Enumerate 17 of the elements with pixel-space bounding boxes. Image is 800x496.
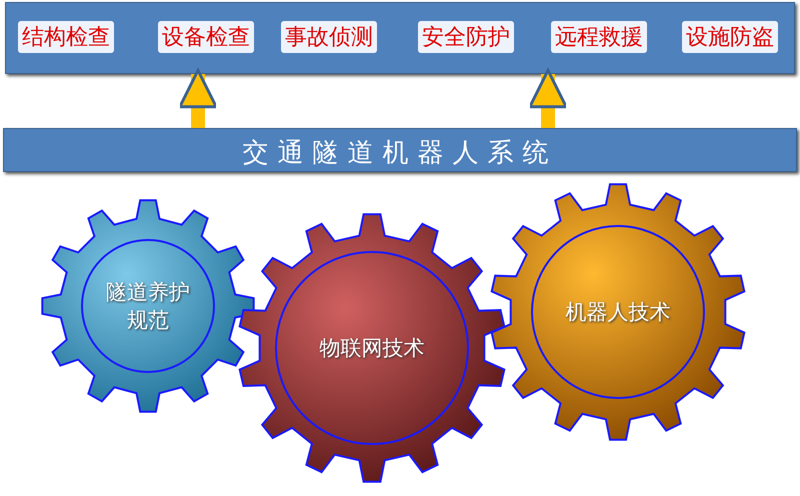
function-bar (5, 2, 795, 74)
system-bar (3, 128, 797, 172)
gear (40, 198, 256, 414)
function-label: 设备检查 (158, 21, 254, 53)
gear (236, 212, 508, 484)
function-label: 远程救援 (551, 21, 647, 53)
arrow (178, 68, 218, 128)
gear (488, 182, 748, 442)
system-title: 交通隧道机器人系统 (242, 137, 558, 169)
gear-label: 物联网技术 (318, 336, 426, 362)
gear-label: 隧道养护规范 (105, 280, 191, 334)
function-label: 安全防护 (418, 21, 514, 53)
gear-label: 机器人技术 (564, 300, 672, 326)
function-label: 设施防盗 (682, 21, 778, 53)
function-label: 事故侦测 (281, 21, 377, 53)
function-label: 结构检查 (18, 21, 114, 53)
arrow (528, 68, 568, 128)
